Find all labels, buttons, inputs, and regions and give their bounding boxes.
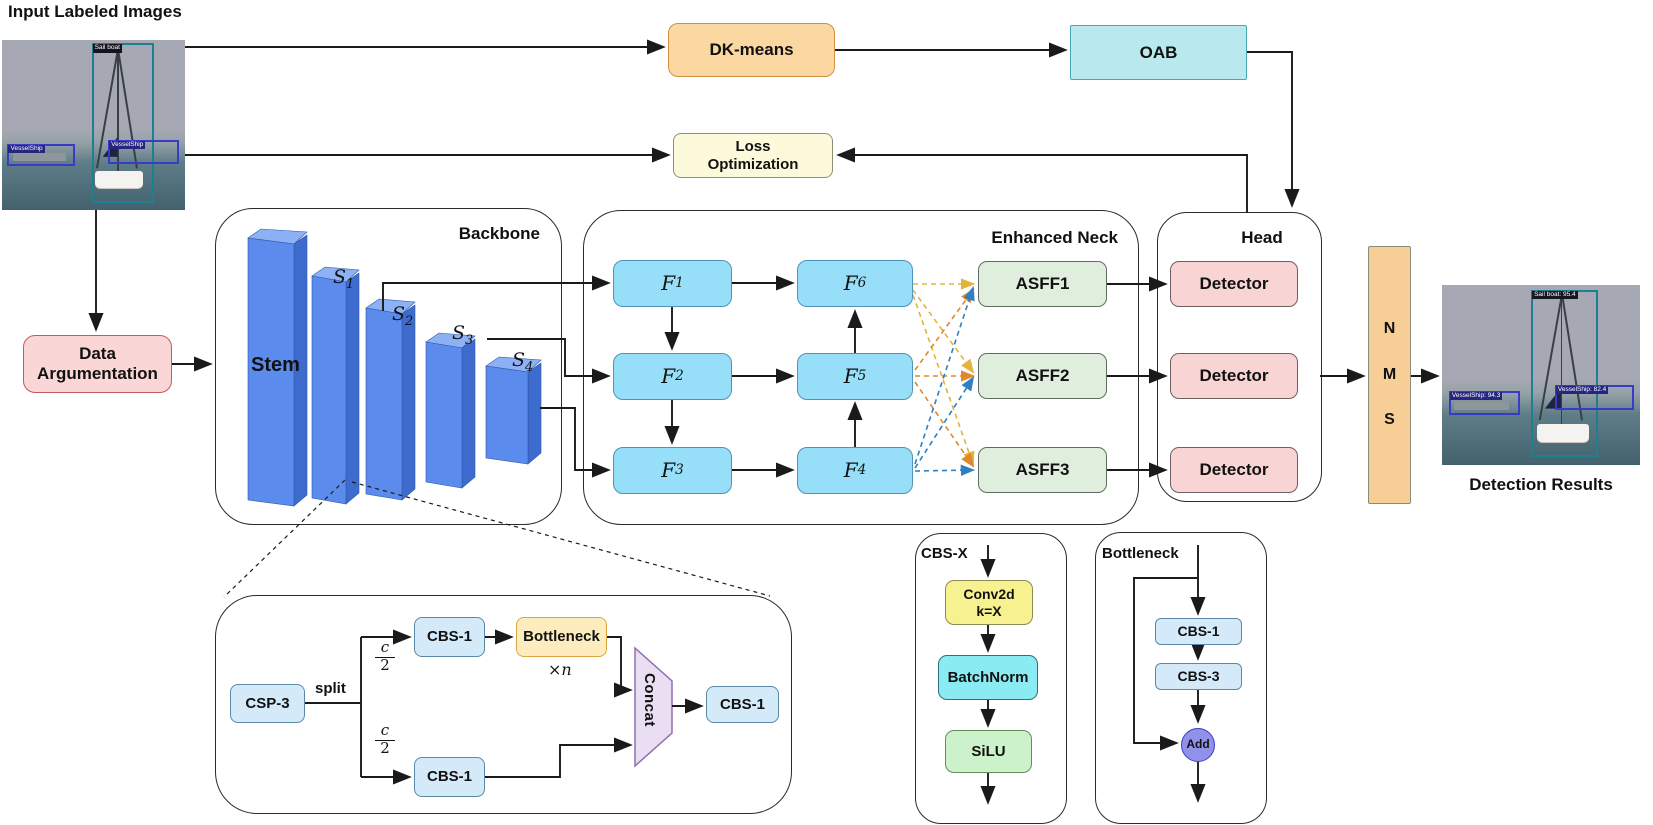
boat-hull: [1537, 423, 1589, 442]
boat-mast: [117, 48, 119, 173]
bneck-cbs3-box: CBS-3: [1155, 663, 1242, 690]
loss-line2: Optimization: [707, 155, 799, 173]
batchnorm-box: BatchNorm: [938, 655, 1038, 700]
data-argumentation-box: Data Argumentation: [23, 335, 172, 393]
bbox-sail-boat: Sail boat: [91, 43, 154, 204]
page-title: Input Labeled Images: [8, 2, 182, 21]
bbox-label: VesselShip: [8, 144, 45, 153]
data-aug-line1: Data: [79, 344, 116, 364]
detector-box-2: Detector: [1170, 353, 1298, 399]
enhanced-neck-container: [583, 210, 1139, 525]
bbox-label: Sail boat: [92, 44, 122, 53]
stem-slab: [247, 228, 308, 507]
stage-label-s3: S3: [452, 322, 474, 348]
bbox-label: VesselShip: 82.4: [1555, 385, 1609, 395]
dk-means-box: DK-means: [668, 23, 835, 77]
csp3-box: CSP-3: [230, 684, 305, 723]
concat-trapezoid: [634, 646, 673, 768]
conv2d-box: Conv2d k=X: [945, 580, 1033, 625]
stem-slab: [425, 332, 476, 489]
bbox-vessel-right: VesselShip: [108, 140, 180, 165]
asff2-box: ASFF2: [978, 353, 1107, 399]
nms-box: N M S: [1368, 246, 1411, 504]
bottleneck-detail-container: [1095, 532, 1267, 824]
csp-detail-container: [215, 595, 792, 814]
asff3-box: ASFF3: [978, 447, 1107, 493]
head-container: [1157, 212, 1322, 502]
detection-results-caption: Detection Results: [1469, 475, 1613, 494]
bbox-sail-boat: Sail boat: 95.4: [1531, 289, 1599, 457]
nms-letter-m: M: [1382, 365, 1397, 383]
stage-label-s4: S4: [512, 349, 534, 375]
distant-ship: [1453, 402, 1510, 411]
split-label: split: [315, 680, 346, 697]
cbs1-out-box: CBS-1: [706, 686, 779, 723]
nms-letter-s: S: [1384, 411, 1395, 429]
bbox-label: VesselShip: [109, 141, 146, 150]
boat-hull: [95, 170, 143, 188]
bbox-label: Sail boat: 95.4: [1532, 290, 1578, 299]
detector-box-3: Detector: [1170, 447, 1298, 493]
bbox-vessel-right: VesselShip: 82.4: [1554, 384, 1635, 411]
loss-optimization-box: Loss Optimization: [673, 133, 833, 178]
stem-slab: [365, 298, 416, 501]
detection-result-image: Sail boat: 95.4 VesselShip: 94.3 VesselS…: [1442, 285, 1640, 465]
conv2d-line2: k=X: [976, 602, 1002, 619]
loss-line1: Loss: [735, 138, 771, 156]
stem-slabs: [247, 228, 542, 507]
bneck-cbs1-box: CBS-1: [1155, 618, 1242, 645]
stem-label: Stem: [251, 354, 300, 376]
cbsx-label: CBS-X: [921, 545, 968, 562]
backbone-label: Backbone: [458, 224, 540, 243]
asff1-box: ASFF1: [978, 261, 1107, 307]
input-labeled-image: Sail boat VesselShip VesselShip: [2, 40, 185, 210]
stage-label-s1: S1: [333, 266, 355, 292]
stem-slab: [485, 356, 542, 465]
distant-ship: [12, 153, 67, 161]
concat-label: Concat: [641, 673, 658, 727]
cbsx-detail-container: [915, 533, 1067, 824]
backbone-container: [215, 208, 562, 525]
oab-box: OAB: [1070, 25, 1247, 80]
silu-box: SiLU: [945, 730, 1032, 773]
add-node: Add: [1181, 728, 1215, 762]
bottleneck-small-box: Bottleneck: [516, 617, 607, 657]
bbox-vessel-left: VesselShip: 94.3: [1448, 391, 1521, 415]
bbox-label: VesselShip: 94.3: [1449, 392, 1503, 401]
stem-slab: [311, 266, 360, 505]
bottleneck-detail-label: Bottleneck: [1102, 545, 1179, 562]
detector-box-1: Detector: [1170, 261, 1298, 307]
data-aug-line2: Argumentation: [37, 364, 158, 383]
nms-letter-n: N: [1383, 320, 1396, 338]
conv2d-line1: Conv2d: [963, 586, 1015, 603]
bbox-vessel-left: VesselShip: [7, 143, 76, 166]
times-n-label: ×n: [548, 660, 572, 679]
cbs1-bottom-box: CBS-1: [414, 757, 485, 797]
enhanced-neck-label: Enhanced Neck: [991, 228, 1118, 247]
cbs1-top-box: CBS-1: [414, 617, 485, 657]
boat-mast: [1560, 294, 1563, 426]
head-label: Head: [1241, 228, 1283, 247]
stage-label-s2: S2: [392, 303, 414, 329]
